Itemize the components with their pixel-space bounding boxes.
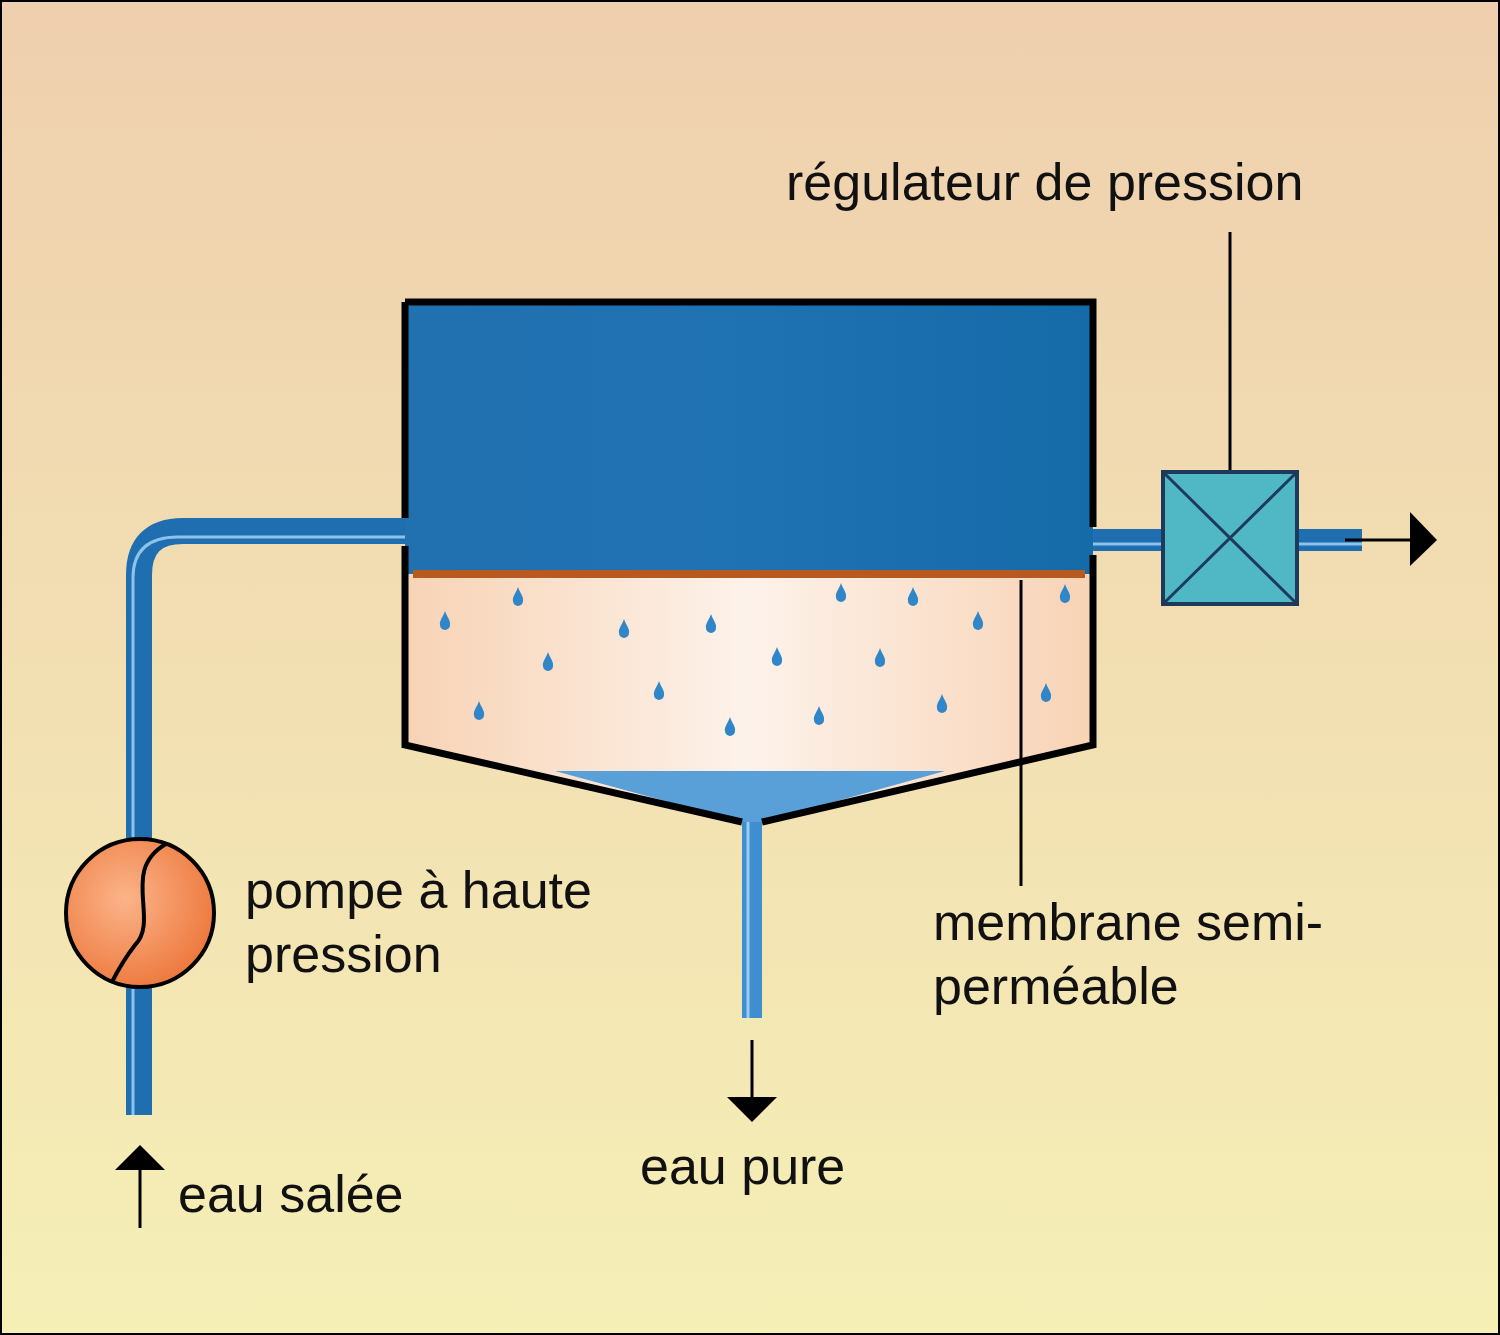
- water-drop: [772, 647, 782, 666]
- permeate-chamber: [405, 574, 1093, 822]
- leader-line: [1020, 580, 1023, 886]
- water-drop: [814, 706, 824, 725]
- tank-outline: [405, 302, 1093, 822]
- regulator-cross: [1163, 472, 1297, 604]
- water-drop: [619, 619, 629, 638]
- pipe-highlight: [747, 820, 750, 1018]
- membrane: [413, 570, 1085, 578]
- water-drop: [908, 587, 918, 606]
- regulator-label: régulateur de pression: [786, 150, 1426, 214]
- outlet-arrow: [1345, 539, 1415, 542]
- inlet-pipe: [139, 531, 412, 1115]
- arrowhead: [115, 1145, 165, 1170]
- water-drop: [973, 611, 983, 630]
- leader-line: [1229, 232, 1232, 472]
- water-drop: [513, 587, 523, 606]
- water-drop: [474, 701, 484, 720]
- inlet-label: eau salée: [178, 1162, 498, 1226]
- pure-water-arrow: [751, 1040, 754, 1102]
- water-drops: [440, 583, 1070, 736]
- arrowhead: [727, 1097, 777, 1122]
- water-drop: [937, 694, 947, 713]
- water-drop: [706, 614, 716, 633]
- pure-water-pipe: [742, 815, 762, 1018]
- water-drop: [875, 648, 885, 667]
- pressure-regulator: [1163, 472, 1297, 604]
- salt-water-arrow: [139, 1165, 142, 1228]
- water-drop: [1060, 584, 1070, 603]
- water-drop: [654, 681, 664, 700]
- salt-water-chamber: [405, 302, 1093, 574]
- arrowhead: [1410, 512, 1437, 566]
- water-drop: [1041, 683, 1051, 702]
- pump-symbol: [112, 844, 166, 982]
- water-drop: [543, 652, 553, 671]
- water-drop: [836, 583, 846, 602]
- pipe-highlight: [133, 537, 412, 1115]
- water-drop: [725, 717, 735, 736]
- pump-label: pompe à haute pression: [245, 858, 695, 986]
- high-pressure-pump: [66, 839, 214, 987]
- water-drop: [440, 611, 450, 630]
- outlet-label: eau pure: [640, 1134, 960, 1198]
- membrane-label: membrane semi-perméable: [933, 890, 1393, 1018]
